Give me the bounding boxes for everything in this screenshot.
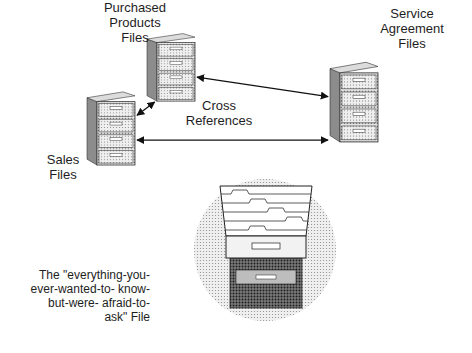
file-folder bbox=[224, 217, 308, 221]
cabinet-drawing bbox=[328, 58, 380, 143]
cabinet-drawing bbox=[85, 88, 137, 166]
drawer-handle bbox=[353, 95, 365, 98]
drawer-front bbox=[159, 73, 193, 85]
drawer-handle bbox=[170, 76, 182, 79]
cross-reference-arrow bbox=[137, 102, 155, 115]
drawer-handle bbox=[252, 243, 280, 249]
cabinet-top bbox=[147, 34, 195, 43]
drawer-handle bbox=[256, 275, 276, 279]
drawer-handle bbox=[110, 153, 122, 156]
file-label: Purchased Products Files bbox=[95, 0, 175, 45]
cabinet-side bbox=[87, 98, 97, 165]
cabinet-top bbox=[330, 62, 378, 73]
halftone-disc bbox=[194, 179, 336, 321]
file-label: Service Agreement Files bbox=[372, 6, 452, 51]
file-folder bbox=[223, 208, 309, 212]
file-label: Sales Files bbox=[38, 152, 88, 182]
drawer-handle bbox=[110, 138, 122, 141]
drawer-handle bbox=[170, 47, 182, 50]
cabinet-front bbox=[157, 43, 195, 102]
file-folder bbox=[225, 226, 306, 230]
drawer-handle bbox=[170, 62, 182, 65]
drawer-handle bbox=[353, 78, 365, 81]
drawer-front bbox=[342, 92, 376, 106]
drawer-front bbox=[99, 150, 133, 163]
drawer-front bbox=[99, 135, 133, 148]
drawer-front bbox=[159, 88, 193, 100]
cabinet-side bbox=[330, 69, 340, 142]
file-cabinet: Service Agreement Files bbox=[328, 58, 380, 143]
drawer-handle bbox=[110, 122, 122, 125]
file-drawing bbox=[190, 172, 340, 322]
cabinet-drawing bbox=[145, 30, 197, 102]
cabinet-front bbox=[97, 102, 135, 165]
file-folder bbox=[222, 199, 310, 203]
cabinet-body bbox=[230, 258, 302, 308]
cross-reference-arrow bbox=[197, 77, 328, 97]
drawer-front bbox=[342, 109, 376, 123]
drawer-handle bbox=[170, 90, 182, 93]
drawer-handle bbox=[353, 112, 365, 115]
drawer-front bbox=[342, 126, 376, 140]
drawer-handle bbox=[353, 129, 365, 132]
cabinet-front bbox=[340, 73, 378, 142]
cross-reference-arrow bbox=[137, 139, 328, 140]
drawer-front bbox=[99, 119, 133, 132]
drawer-front bbox=[99, 104, 133, 117]
open-drawer bbox=[220, 186, 312, 236]
drawer-front bbox=[236, 270, 296, 284]
file-folder bbox=[221, 190, 311, 194]
drawer-front bbox=[159, 44, 193, 56]
file-cabinet: Sales Files bbox=[85, 88, 137, 166]
drawer-front bbox=[342, 75, 376, 89]
file-label: The "everything-you- ever-wanted-to- kno… bbox=[30, 268, 150, 324]
drawer-front bbox=[226, 236, 306, 258]
drawer-handle bbox=[110, 107, 122, 110]
annotation-label: Cross References bbox=[184, 98, 254, 128]
open-file-drawer: The "everything-you- ever-wanted-to- kno… bbox=[190, 172, 340, 322]
file-cabinet: Purchased Products Files bbox=[145, 30, 197, 102]
drawer-front bbox=[159, 59, 193, 71]
cabinet-side bbox=[147, 39, 157, 101]
cabinet-top bbox=[87, 92, 135, 102]
